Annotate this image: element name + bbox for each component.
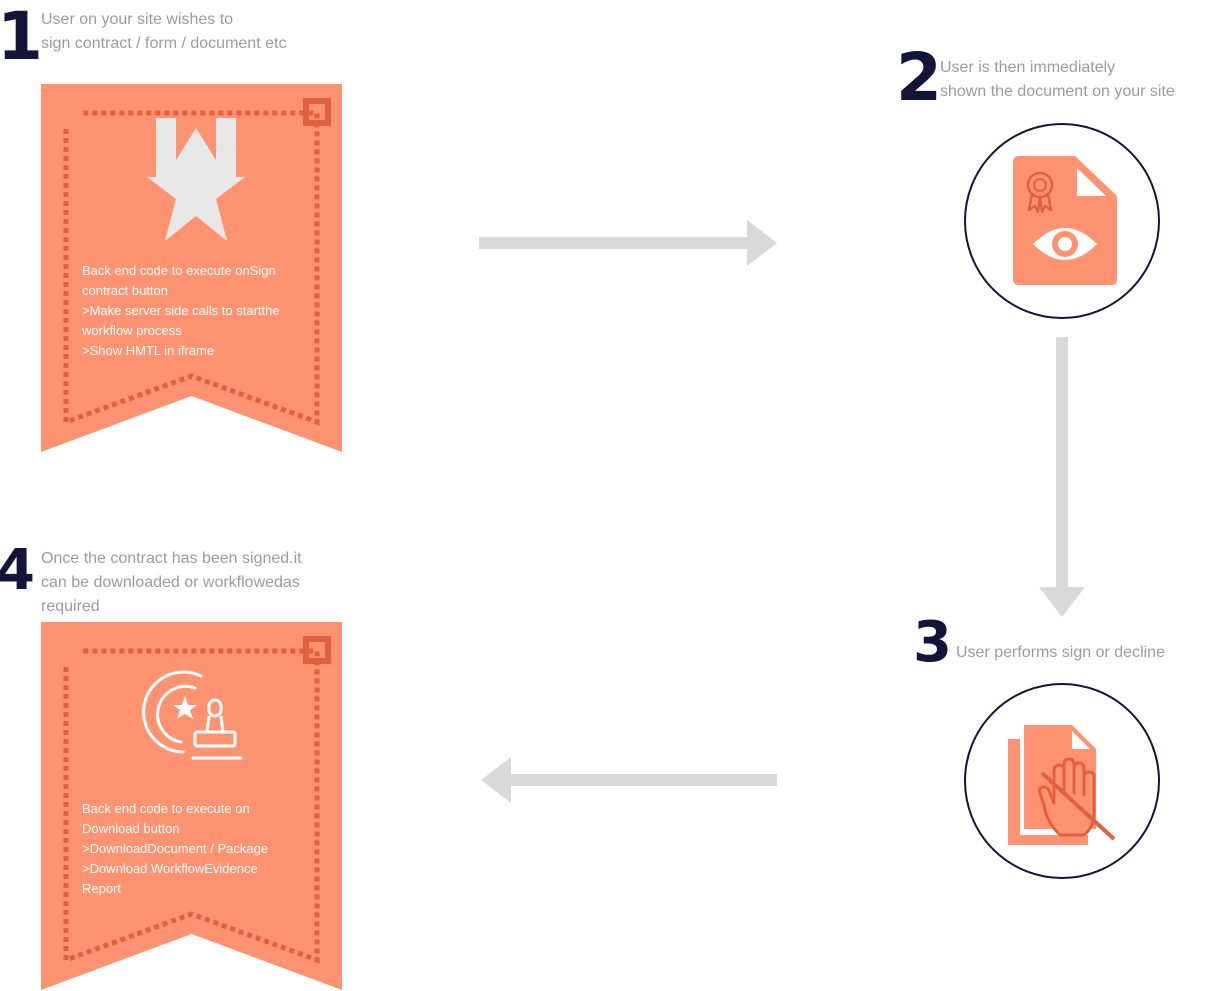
step-1-number: 1 — [0, 0, 43, 75]
step-4-banner: Back end code to execute on Download but… — [41, 622, 342, 990]
banner-text-line: Back end code to execute on — [82, 801, 250, 816]
step-4-caption: Once the contract has been signed.it can… — [41, 547, 302, 619]
arrow-left — [481, 757, 777, 803]
banner-text-line: >Download WorkflowEvidence — [82, 861, 258, 876]
banner-text-line: Back end code to execute onSign — [82, 263, 276, 278]
step-2-caption-line: shown the document on your site — [940, 83, 1175, 100]
certificate-document-eye-icon — [1013, 156, 1117, 285]
banner-text-line: Report — [82, 881, 122, 896]
banner-shape — [41, 622, 342, 990]
step-1-banner-text: Back end code to execute onSign contract… — [82, 261, 280, 361]
document-hand-decline-icon — [1008, 725, 1116, 845]
arrow-right — [479, 220, 777, 266]
banner-text-line: >Show HMTL in iframe — [82, 343, 215, 358]
step-3-caption-line: User performs sign or decline — [956, 644, 1165, 661]
step-3-caption: User performs sign or decline — [956, 641, 1165, 665]
step-4-number: 4 — [0, 538, 35, 603]
ribbon-star-medal-icon — [147, 118, 245, 241]
arrow-down — [1039, 337, 1085, 617]
step-1-caption-line: sign contract / form / document etc — [41, 35, 287, 52]
step-2-caption: User is then immediately shown the docum… — [940, 56, 1175, 104]
step-1-caption-line: User on your site wishes to — [41, 11, 234, 28]
step-1-caption: User on your site wishes to sign contrac… — [41, 8, 286, 56]
step-2-number: 2 — [896, 39, 942, 116]
banner-shape — [41, 84, 342, 452]
banner-text-line: workflow process — [82, 323, 182, 338]
stamp-seal-icon — [142, 670, 243, 760]
step-1-banner: Back end code to execute onSign contract… — [41, 84, 342, 452]
banner-text-line: >DownloadDocument / Package — [82, 841, 269, 856]
step-4-banner-text: Back end code to execute on Download but… — [82, 799, 268, 899]
banner-text-line: contract button — [82, 283, 168, 298]
step-3-circle — [964, 683, 1160, 879]
step-4-caption-line: Once the contract has been signed.it — [41, 550, 302, 567]
banner-text-line: >Make server side calls to startthe — [82, 303, 280, 318]
step-4-caption-line: can be downloaded or workflowedas — [41, 574, 300, 591]
banner-text-line: Download button — [82, 821, 180, 836]
step-4-caption-line: required — [41, 598, 100, 615]
step-3-number: 3 — [913, 610, 952, 675]
step-2-circle — [964, 123, 1160, 319]
step-2-caption-line: User is then immediately — [940, 59, 1116, 76]
